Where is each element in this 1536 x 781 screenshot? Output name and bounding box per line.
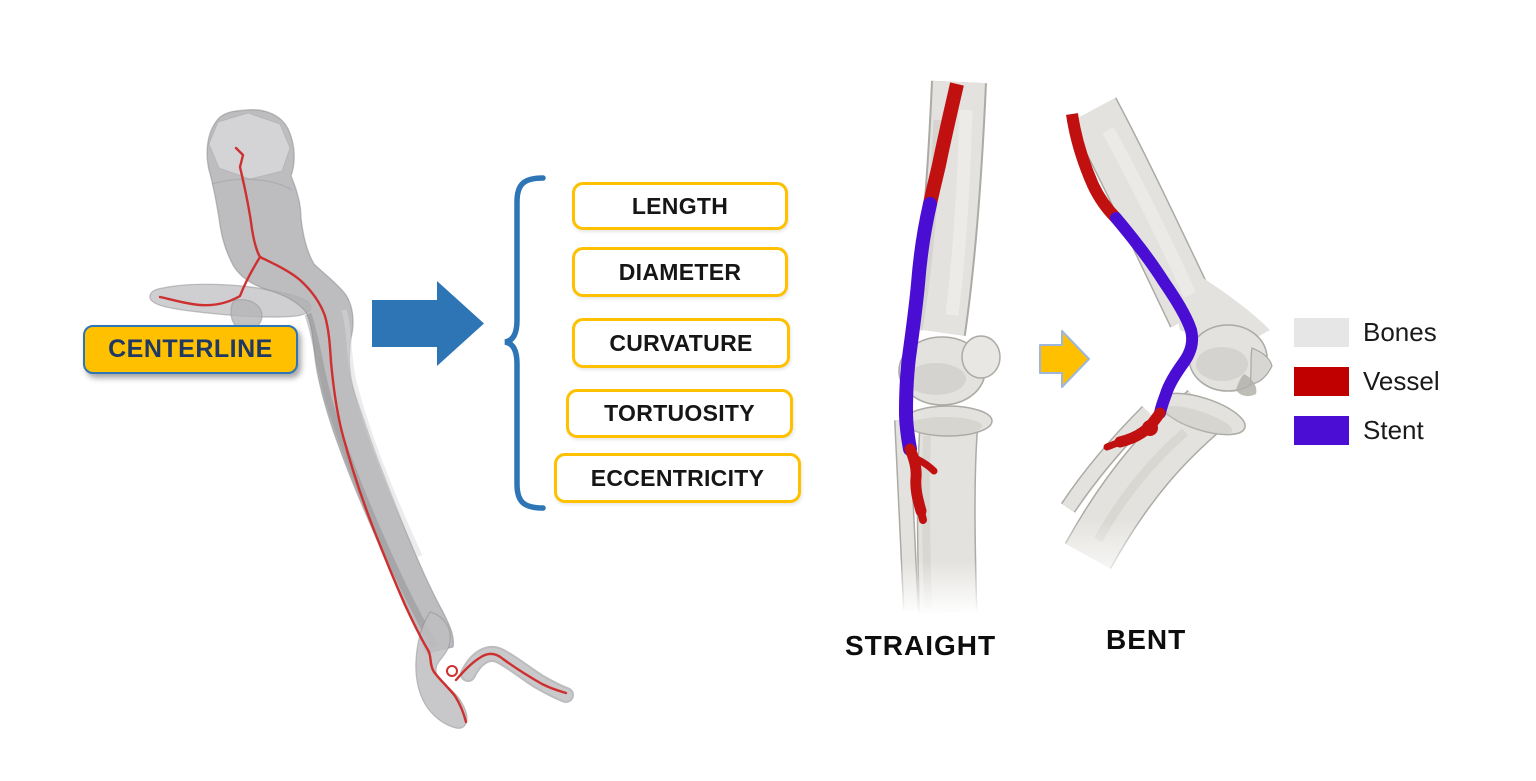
vessel-label: Vessel <box>1363 365 1440 396</box>
legend-row-vessel: Vessel <box>1294 366 1514 396</box>
bent-vessel-tail <box>1103 438 1124 451</box>
bent-condyle-shade <box>1196 347 1248 381</box>
bones-swatch <box>1294 317 1349 347</box>
vessel-model <box>149 109 574 729</box>
metrics-brace <box>504 175 546 511</box>
bent-vessel-upper <box>1066 113 1121 223</box>
straight-leg-model <box>865 80 1025 635</box>
centerline-badge: CENTERLINE <box>83 325 298 374</box>
bent-leg-label: BENT <box>1106 624 1187 655</box>
stent-swatch <box>1294 415 1349 445</box>
legend-row-bones: Bones <box>1294 317 1514 347</box>
straight-vessel-branch <box>907 452 938 475</box>
bent-condyle-beak <box>1249 347 1273 385</box>
bent-vessel-lower <box>1114 407 1166 448</box>
bent-condyle-notch <box>1236 374 1257 397</box>
straight-vessel-upper <box>923 82 964 206</box>
bent-leg-model <box>1038 97 1273 618</box>
straight-leg-label: STRAIGHT <box>845 630 997 661</box>
vessel-swatch <box>1294 366 1349 396</box>
bent-leg-fade <box>1038 518 1233 618</box>
bent-stent <box>1110 212 1199 419</box>
straight-patella <box>961 335 1001 379</box>
stent-label: Stent <box>1363 414 1424 445</box>
vessel-bulb-facet-line <box>211 178 293 191</box>
bent-femur-highlight <box>1102 126 1196 298</box>
centerline-path <box>158 146 568 724</box>
vessel-trunk-highlight <box>341 309 423 558</box>
metric-box-diameter: DIAMETER <box>572 247 788 297</box>
straight-stent <box>898 197 937 456</box>
transform-arrow-icon <box>1039 330 1090 388</box>
bones-label: Bones <box>1363 316 1437 347</box>
legend-row-stent: Stent <box>1294 415 1514 445</box>
vessel-bottom-curl <box>415 611 468 729</box>
bent-plateau-shade <box>1163 405 1233 435</box>
straight-vessel-tail <box>917 507 927 524</box>
metric-box-eccentricity: ECCENTRICITY <box>554 453 801 503</box>
vessel-mesh <box>206 109 455 654</box>
metric-box-curvature: CURVATURE <box>572 318 790 368</box>
straight-condyle-shade <box>906 363 966 395</box>
legend: Bones Vessel Stent <box>1294 317 1514 464</box>
flow-arrow-icon <box>372 281 484 366</box>
bent-fibula <box>1062 407 1153 512</box>
metric-box-tortuosity: TORTUOSITY <box>566 389 793 438</box>
straight-leg-fade <box>865 560 1025 635</box>
bent-vessel-blob <box>1142 420 1158 436</box>
straight-femur-highlight <box>945 109 973 316</box>
vessel-trunk-shade <box>304 312 439 649</box>
straight-plateau-shade <box>908 417 982 435</box>
metric-box-length: LENGTH <box>572 182 788 230</box>
vessel-bulb-facet <box>208 112 291 180</box>
